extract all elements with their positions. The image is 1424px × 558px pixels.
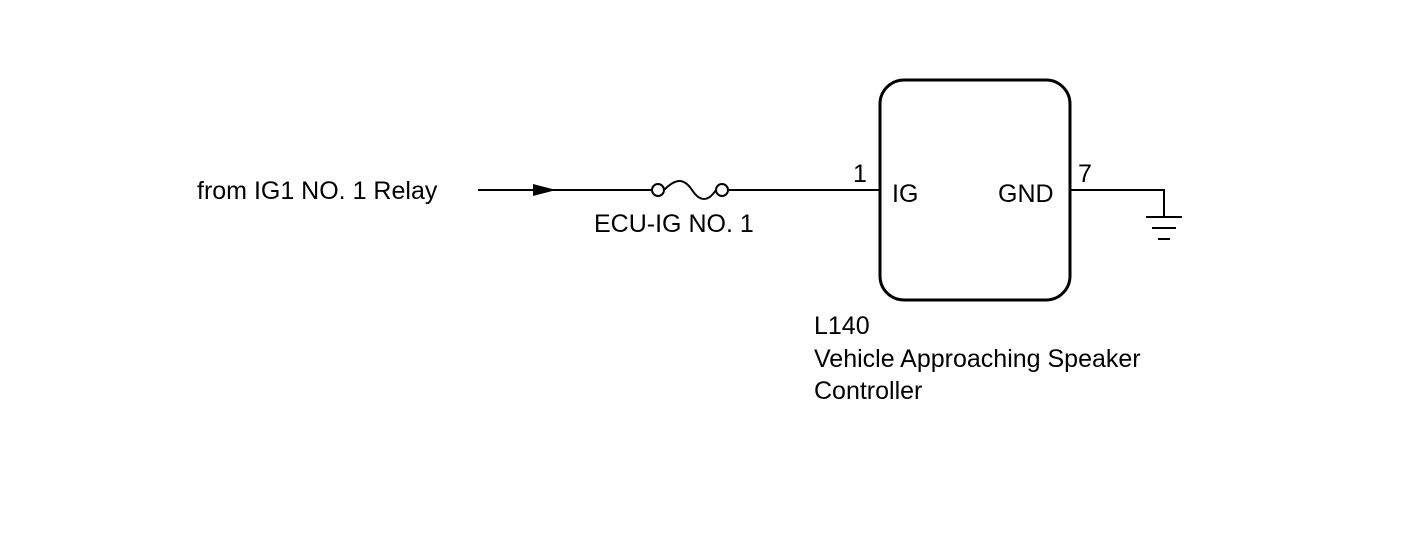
connector-code: L140	[814, 312, 870, 340]
fuse-symbol	[651, 180, 729, 200]
pin-1-number: 1	[853, 160, 867, 188]
source-label: from IG1 NO. 1 Relay	[197, 177, 438, 205]
gnd-wire	[1070, 189, 1165, 217]
pin-7-number: 7	[1078, 160, 1092, 188]
component-name-line2: Controller	[814, 377, 922, 405]
ground-icon	[1146, 216, 1182, 240]
pin-gnd-terminal: GND	[998, 180, 1054, 208]
fuse-label: ECU-IG NO. 1	[594, 210, 754, 238]
pin-ig-terminal: IG	[892, 180, 918, 208]
direction-arrow-icon	[533, 184, 556, 196]
component-name-line1: Vehicle Approaching Speaker	[814, 345, 1141, 373]
